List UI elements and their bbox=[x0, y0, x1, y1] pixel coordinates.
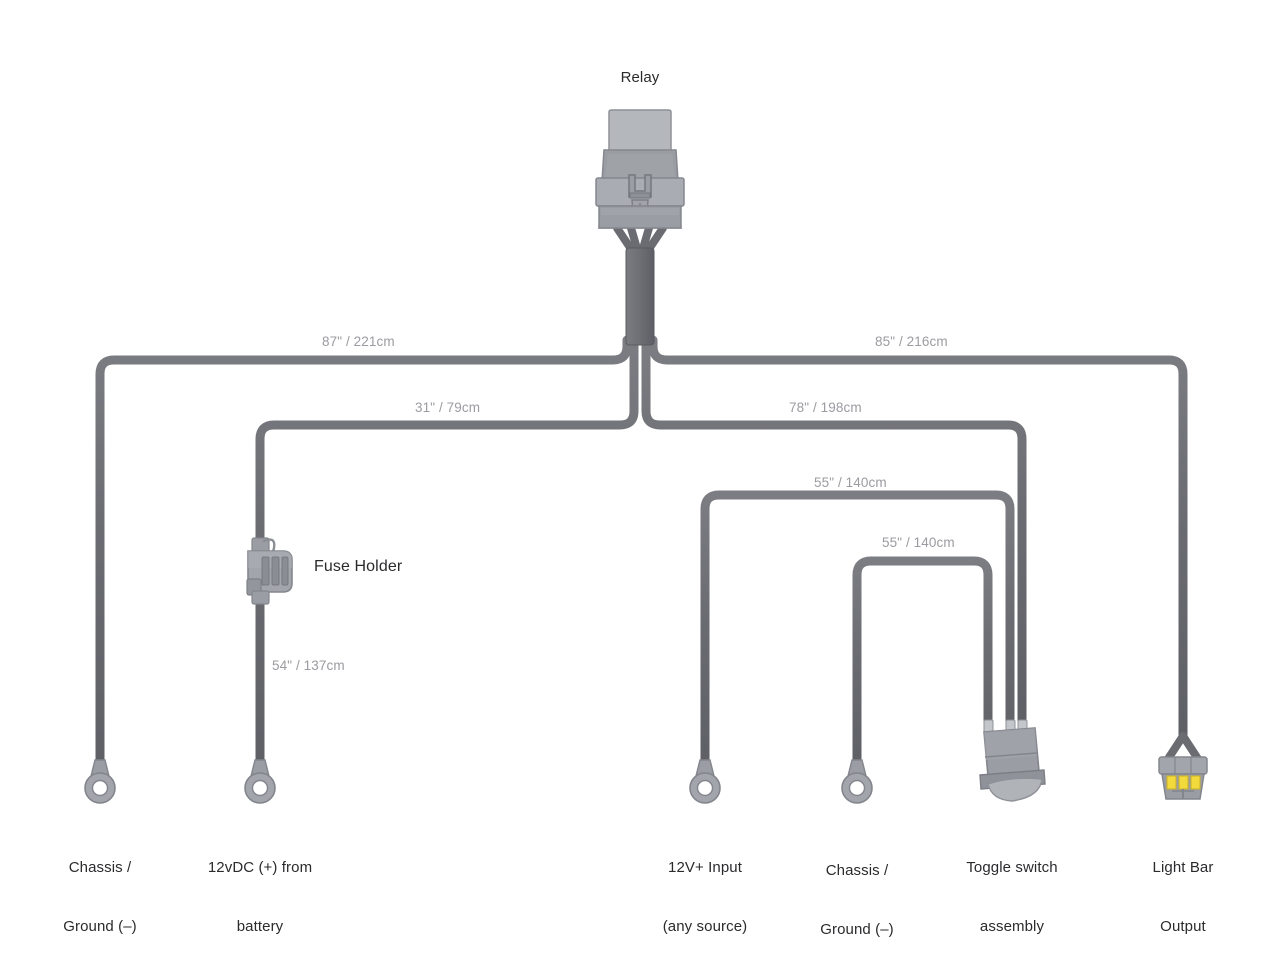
measurement-right-upper: 85" / 216cm bbox=[875, 334, 948, 349]
terminal-line-1: 12V+ Input bbox=[668, 858, 742, 876]
terminal-line-2: Output bbox=[1160, 917, 1206, 935]
ring-terminal-battery-positive bbox=[244, 759, 276, 804]
measurement-left-upper: 87" / 221cm bbox=[322, 334, 395, 349]
terminal-line-2: battery bbox=[236, 917, 284, 935]
terminal-line-2: Ground (–) bbox=[63, 917, 137, 935]
measurement-switch-upper: 55" / 140cm bbox=[814, 475, 887, 490]
measurement-left-lower: 31" / 79cm bbox=[415, 400, 481, 415]
wire-paths bbox=[95, 335, 1188, 769]
ring-terminal-chassis-ground-right bbox=[841, 759, 873, 804]
terminal-line-2: Ground (–) bbox=[820, 920, 894, 938]
measurement-fuse-leg: 54" / 137cm bbox=[272, 658, 345, 673]
terminal-line-2: assembly bbox=[979, 917, 1045, 935]
measurement-switch-lower: 55" / 140cm bbox=[882, 535, 955, 550]
terminal-line-1: Toggle switch bbox=[966, 858, 1058, 876]
wiring-diagram-canvas: Relay Fuse Holder 87" / 221cm 85" / 216c… bbox=[63, 69, 1213, 938]
terminal-label-toggle-switch: Toggle switch assembly bbox=[932, 818, 1092, 976]
relay-icon bbox=[595, 109, 685, 229]
measurement-right-lower: 78" / 198cm bbox=[789, 400, 862, 415]
relay-title: Relay bbox=[620, 69, 660, 86]
harness-schematic bbox=[84, 109, 1208, 804]
ring-terminal-chassis-ground-left bbox=[84, 759, 116, 804]
wire-battery-positive bbox=[255, 335, 639, 769]
terminal-line-1: Chassis / bbox=[68, 858, 132, 876]
wire-relay-to-switch bbox=[641, 335, 1027, 731]
terminal-line-1: Light Bar bbox=[1152, 858, 1214, 876]
terminal-label-light-bar-output: Light Bar Output bbox=[1103, 818, 1263, 976]
terminal-line-1: 12vDC (+) from bbox=[207, 858, 313, 876]
terminal-line-1: Chassis / bbox=[825, 861, 889, 879]
terminal-line-2: (any source) bbox=[662, 917, 748, 935]
wire-chassis-ground-right bbox=[852, 556, 993, 769]
terminal-label-chassis-ground-left: Chassis / Ground (–) bbox=[20, 818, 180, 976]
deutsch-connector-icon bbox=[1158, 732, 1208, 800]
terminal-label-chassis-ground-right: Chassis / Ground (–) bbox=[777, 821, 937, 979]
wire-light-bar-output bbox=[648, 335, 1188, 741]
harness-trunk-sleeve bbox=[625, 247, 655, 346]
terminal-label-battery-positive: 12vDC (+) from battery bbox=[180, 818, 340, 976]
wire-12v-input bbox=[700, 490, 1015, 769]
fuse-holder-icon bbox=[246, 537, 293, 605]
terminal-label-input-12v: 12V+ Input (any source) bbox=[625, 818, 785, 976]
ring-terminal-input-12v bbox=[689, 759, 721, 804]
toggle-switch-icon bbox=[979, 719, 1046, 802]
wire-chassis-ground-left bbox=[95, 335, 632, 769]
fuse-holder-label: Fuse Holder bbox=[314, 558, 403, 575]
